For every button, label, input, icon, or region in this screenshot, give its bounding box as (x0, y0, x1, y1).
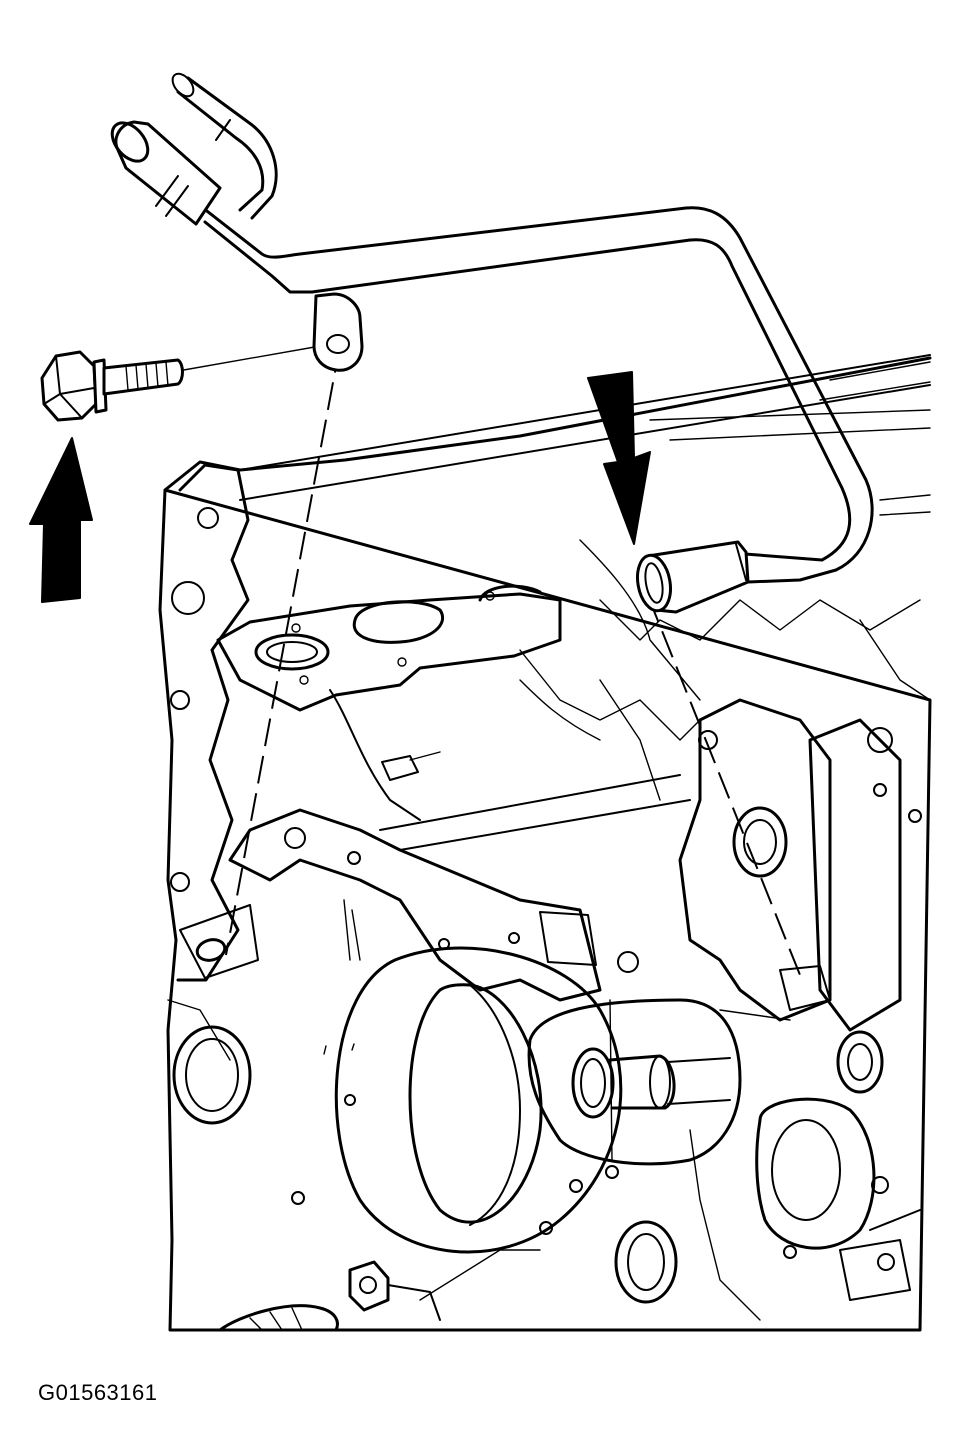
arrow-down (587, 371, 651, 545)
bolt-leader-line (177, 344, 327, 372)
bolt-hole-alignment-line (225, 344, 341, 956)
pipe-outlet-alignment-line (647, 595, 801, 976)
figure-id-label: G01563161 (38, 1380, 158, 1405)
alignment-lines (177, 344, 801, 976)
engine-block (158, 354, 932, 1332)
mounting-bolt (40, 350, 184, 422)
heater-pipe (110, 72, 874, 614)
arrow-up (29, 437, 93, 603)
